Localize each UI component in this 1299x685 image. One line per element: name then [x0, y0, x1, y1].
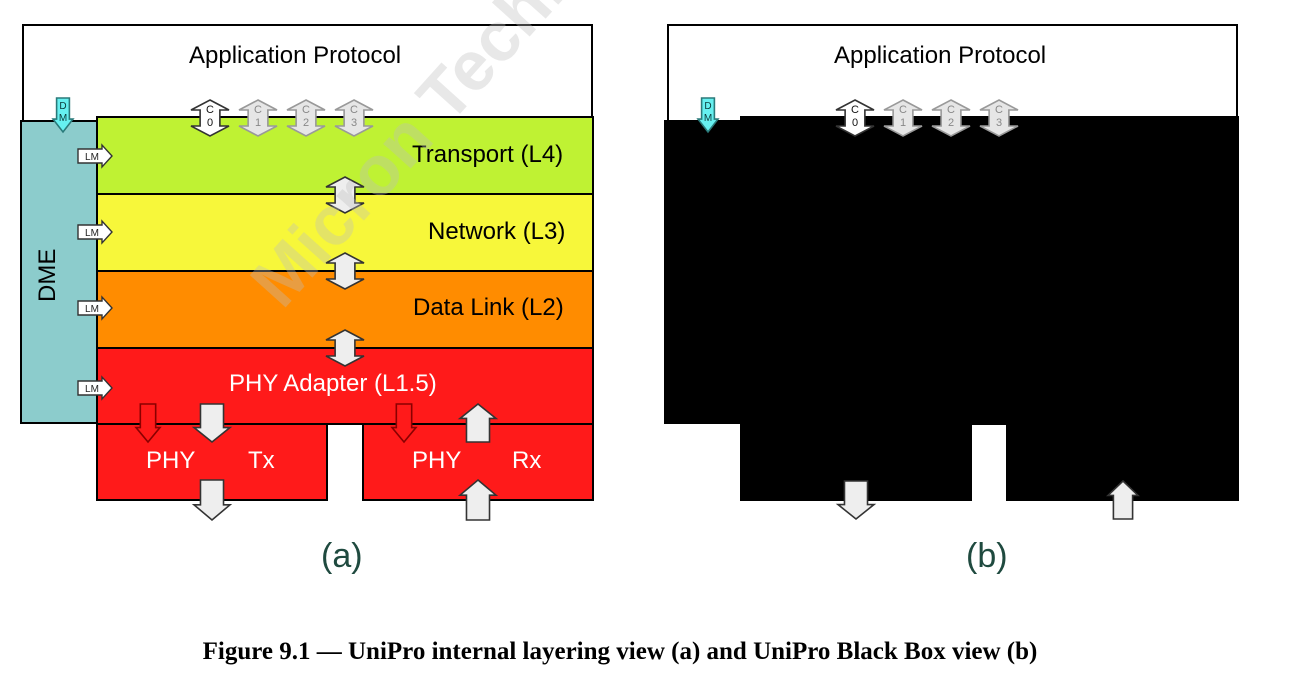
svg-text:C: C — [206, 104, 214, 116]
panel-a-c2-sap-arrow: C2 — [286, 99, 326, 137]
black-box-main — [740, 116, 1239, 425]
panel-a-label: (a) — [321, 537, 363, 575]
adapter-to-phy-tx-arrow — [191, 403, 233, 444]
svg-text:M: M — [59, 113, 67, 124]
panel-a-app-protocol-label: Application Protocol — [189, 42, 402, 69]
svg-text:LM: LM — [85, 304, 99, 315]
svg-text:2: 2 — [948, 117, 954, 129]
dme-block — [20, 120, 100, 424]
transport-label: Transport (L4) — [412, 141, 564, 168]
svg-text:M: M — [704, 113, 712, 124]
phy-rx-input-arrow — [457, 478, 499, 521]
svg-text:2: 2 — [303, 117, 309, 129]
phy-rx-rx-label: Rx — [512, 447, 542, 474]
svg-text:0: 0 — [207, 117, 213, 129]
lm-arrow-phy-adapter: LM — [77, 375, 113, 401]
svg-text:D: D — [704, 101, 711, 112]
panel-a-c0-sap-arrow: C0 — [190, 99, 230, 137]
transport-network-arrow — [325, 176, 365, 214]
panel-b-c2-sap-arrow: C2 — [931, 99, 971, 137]
panel-b-dm-sap-arrow: DM — [696, 97, 720, 134]
figure-caption: Figure 9.1 — UniPro internal layering vi… — [202, 638, 1038, 665]
phy-tx-lm-arrow — [134, 403, 162, 444]
network-label: Network (L3) — [428, 218, 566, 245]
datalink-phy-adapter-arrow — [325, 329, 365, 367]
svg-text:1: 1 — [255, 117, 261, 129]
panel-b-label: (b) — [966, 537, 1008, 575]
svg-text:1: 1 — [900, 117, 906, 129]
phy-rx-phy-label: PHY — [412, 447, 462, 474]
svg-text:LM: LM — [85, 384, 99, 395]
lm-arrow-datalink: LM — [77, 295, 113, 321]
phy-rx-to-adapter-arrow — [457, 402, 499, 443]
svg-text:3: 3 — [351, 117, 357, 129]
svg-text:C: C — [899, 104, 907, 116]
svg-text:D: D — [59, 101, 66, 112]
phy-rx-lm-arrow — [390, 403, 418, 444]
svg-text:C: C — [254, 104, 262, 116]
panel-a-dm-sap-arrow: DM — [51, 97, 75, 134]
phy-tx-phy-label: PHY — [146, 447, 196, 474]
panel-b-tx-output-arrow — [835, 480, 877, 521]
panel-a-c3-sap-arrow: C3 — [334, 99, 374, 137]
svg-text:C: C — [302, 104, 310, 116]
svg-text:C: C — [947, 104, 955, 116]
phy-adapter-label: PHY Adapter (L1.5) — [229, 370, 437, 397]
phy-tx-tx-label: Tx — [248, 447, 275, 474]
panel-b-rx-input-arrow — [1106, 479, 1140, 520]
svg-text:C: C — [995, 104, 1003, 116]
panel-b-c3-sap-arrow: C3 — [979, 99, 1019, 137]
network-datalink-arrow — [325, 252, 365, 290]
panel-b-app-protocol-label: Application Protocol — [834, 42, 1047, 69]
lm-arrow-transport: LM — [77, 143, 113, 169]
panel-b-c1-sap-arrow: C1 — [883, 99, 923, 137]
panel-a-c1-sap-arrow: C1 — [238, 99, 278, 137]
svg-text:C: C — [350, 104, 358, 116]
panel-b-c0-sap-arrow: C0 — [835, 99, 875, 137]
svg-text:LM: LM — [85, 152, 99, 163]
datalink-label: Data Link (L2) — [413, 294, 564, 321]
svg-text:LM: LM — [85, 228, 99, 239]
black-box-left-strip — [664, 120, 744, 424]
lm-arrow-network: LM — [77, 219, 113, 245]
phy-tx-output-arrow — [191, 479, 233, 522]
svg-text:3: 3 — [996, 117, 1002, 129]
svg-text:C: C — [851, 104, 859, 116]
svg-text:0: 0 — [852, 117, 858, 129]
